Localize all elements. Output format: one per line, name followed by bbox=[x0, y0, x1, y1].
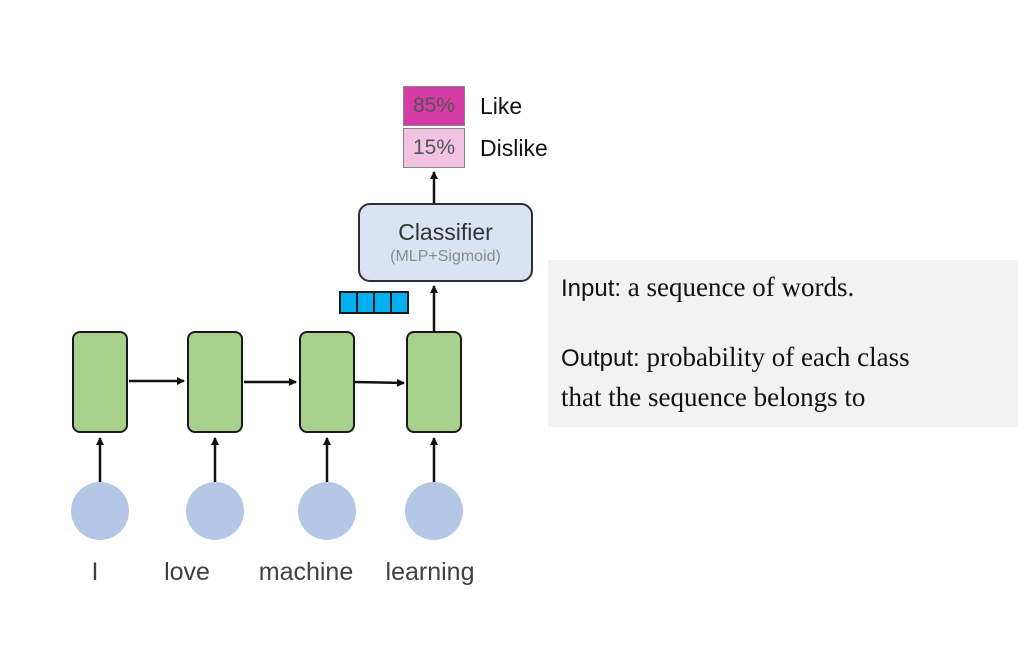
word-label-1: I bbox=[91, 558, 99, 586]
dislike-label: Dislike bbox=[480, 135, 548, 161]
input-text: a sequence of words. bbox=[621, 272, 855, 302]
rnn-cell-2 bbox=[187, 331, 243, 433]
rnn-cell-3 bbox=[299, 331, 355, 433]
like-probability: 85% bbox=[403, 86, 465, 126]
word-embedding-1 bbox=[71, 482, 129, 540]
classifier-title: Classifier bbox=[398, 219, 493, 245]
word-label-4: learning bbox=[385, 558, 475, 586]
classifier-box: Classifier (MLP+Sigmoid) bbox=[358, 203, 533, 282]
word-embedding-4 bbox=[405, 482, 463, 540]
like-label: Like bbox=[480, 93, 523, 119]
rnn-cell-4 bbox=[406, 331, 462, 433]
input-key: Input: bbox=[561, 275, 622, 302]
output-key: Output: bbox=[561, 345, 640, 372]
word-embedding-2 bbox=[186, 482, 244, 540]
output-description: Output: probability of each class bbox=[561, 342, 910, 373]
word-embedding-3 bbox=[298, 482, 356, 540]
hidden-state-vector bbox=[339, 291, 409, 314]
classifier-subtitle: (MLP+Sigmoid) bbox=[390, 248, 501, 265]
word-label-2: love bbox=[164, 558, 210, 586]
output-text-line-2: that the sequence belongs to bbox=[561, 382, 866, 412]
output-text-line-1: probability of each class bbox=[639, 342, 910, 372]
vector-cell bbox=[390, 291, 409, 314]
rnn-cell-1 bbox=[72, 331, 128, 433]
dislike-probability: 15% bbox=[403, 128, 465, 168]
word-label-3: machine bbox=[258, 558, 354, 586]
input-description: Input: a sequence of words. bbox=[561, 272, 854, 303]
info-panel: Input: a sequence of words. Output: prob… bbox=[548, 260, 1018, 427]
recurrent-arrow-3 bbox=[354, 378, 405, 387]
